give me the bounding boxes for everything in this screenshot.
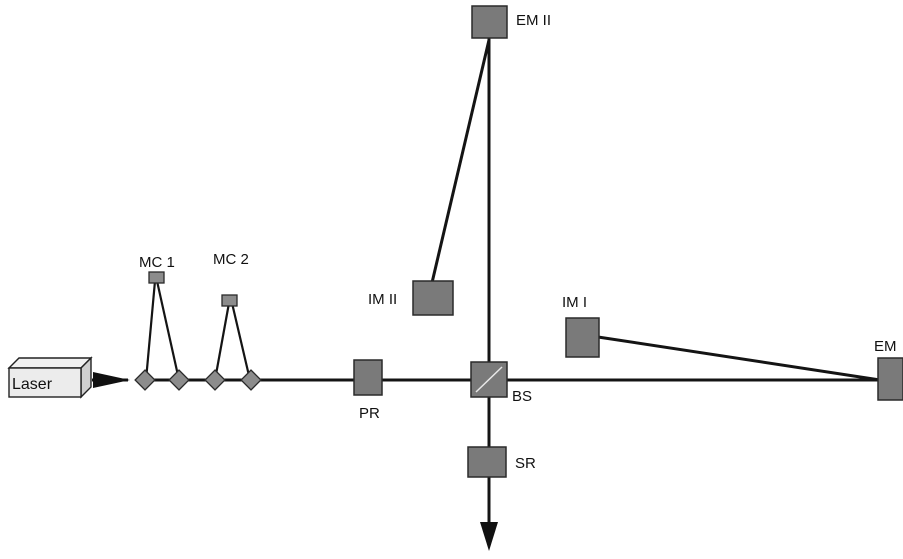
output-arrowhead — [480, 522, 498, 551]
im2-label: IM II — [368, 291, 397, 308]
laser-label: Laser — [12, 376, 53, 393]
mc1-label: MC 1 — [139, 254, 175, 271]
bs-label: BS — [512, 388, 532, 405]
sr-mirror — [467, 446, 507, 478]
beam-mc1-left — [144, 280, 157, 381]
pr-label: PR — [359, 405, 380, 422]
em2-label: EM II — [516, 12, 551, 29]
mc1-top-mirror — [148, 271, 165, 284]
beam-fold-em2-im2 — [429, 39, 491, 288]
mc2-label: MC 2 — [213, 251, 249, 268]
mc2-output-mirror — [240, 369, 262, 391]
im1-mirror — [565, 317, 600, 358]
pr-mirror — [353, 359, 383, 396]
mc2-input-mirror — [204, 369, 226, 391]
mc1-input-mirror — [134, 369, 156, 391]
beam-mc2-right — [230, 302, 252, 381]
sr-label: SR — [515, 455, 536, 472]
em1-mirror — [877, 357, 903, 401]
im1-label: IM I — [562, 294, 587, 311]
em1-label: EM — [874, 338, 897, 355]
laser-box — [7, 356, 93, 399]
em2-mirror — [471, 5, 508, 39]
mc1-output-mirror — [168, 369, 190, 391]
beam-paths — [92, 35, 892, 535]
beam-mc1-right — [155, 280, 181, 381]
beam-fold-im1-em1 — [597, 335, 881, 382]
beam-mc2-left — [213, 302, 231, 381]
im2-mirror — [412, 280, 454, 316]
laser-output-arrowhead — [93, 372, 130, 388]
mc2-top-mirror — [221, 294, 238, 307]
beam-splitter — [470, 361, 508, 398]
